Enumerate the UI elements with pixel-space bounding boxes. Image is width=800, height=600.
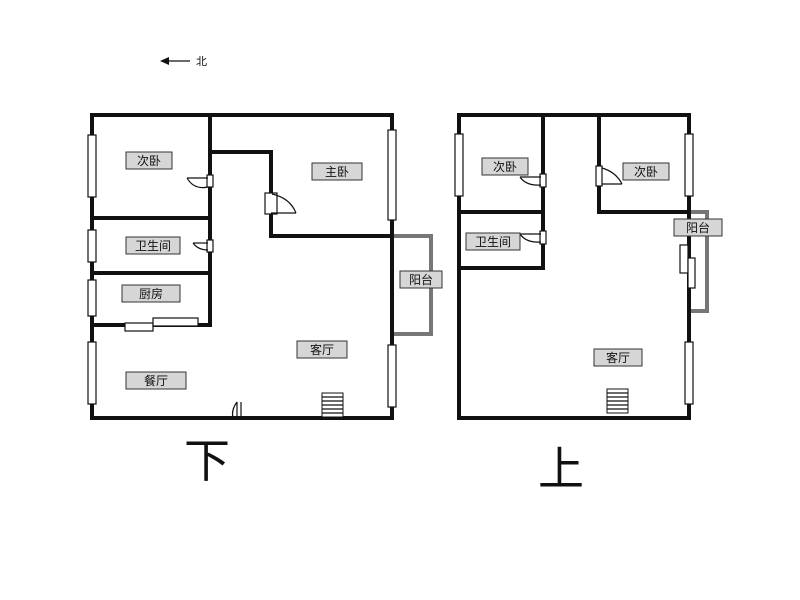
window-icon [454,133,464,197]
room-label-text: 主卧 [325,165,349,179]
lower-floor-title: 下 [184,434,230,488]
room-label-text: 客厅 [310,342,334,357]
stairs-icon [606,388,629,414]
door-icon [595,165,623,187]
room-label-text: 卫生间 [135,239,171,253]
room-label-dining: 餐厅 [125,371,187,390]
room-label-bedroom2: 次卧 [125,151,173,170]
room-label-text: 卫生间 [475,235,511,249]
window-icon [679,244,689,274]
room-label-living: 客厅 [296,340,348,359]
door-icon [186,174,214,189]
room-label-bathroom: 卫生间 [125,236,181,255]
upper-wall [597,184,691,214]
room-label-balcony: 阳台 [673,218,723,237]
lower-outer-wall [90,113,394,420]
room-label-text: 次卧 [634,165,658,179]
room-label-master: 主卧 [311,162,363,181]
room-label-bedroom-left: 次卧 [481,157,529,176]
arrow-left-icon [160,57,169,65]
room-label-text: 阳台 [409,272,433,287]
window-icon [387,344,397,408]
door-icon [264,192,297,215]
window-icon [87,229,97,263]
counter-icon [152,317,199,327]
door-icon [519,230,547,245]
room-label-text: 厨房 [139,286,163,301]
lower-wall [269,212,394,238]
room-label-balcony: 阳台 [399,270,443,289]
window-icon [687,257,696,289]
room-label-text: 次卧 [493,160,517,174]
lower-floor-plan: 次卧 主卧 卫生间 厨房 阳台 客厅 餐厅 下 [87,113,443,488]
room-label-bedroom-right: 次卧 [622,162,670,181]
room-label-bathroom: 卫生间 [465,232,521,251]
upper-balcony-wall [690,210,709,313]
room-label-text: 客厅 [606,350,630,365]
upper-floor-plan: 次卧 次卧 卫生间 阳台 客厅 上 [454,113,723,496]
lower-wall [208,150,273,195]
window-icon [87,279,97,317]
stairs-icon [321,392,344,418]
compass-label: 北 [196,55,207,68]
room-label-living: 客厅 [593,348,643,367]
door-icon [519,173,547,188]
window-icon [87,134,97,198]
window-icon [684,341,694,405]
upper-floor-title: 上 [538,442,584,496]
counter-icon [124,322,154,332]
room-label-text: 阳台 [686,220,710,235]
north-indicator: 北 [160,55,207,68]
window-icon [87,341,97,405]
room-label-text: 次卧 [137,154,161,168]
room-label-text: 餐厅 [144,373,168,388]
room-label-kitchen: 厨房 [121,284,181,303]
door-icon [192,239,214,253]
window-icon [684,133,694,197]
window-icon [387,129,397,221]
door-icon [231,401,242,419]
